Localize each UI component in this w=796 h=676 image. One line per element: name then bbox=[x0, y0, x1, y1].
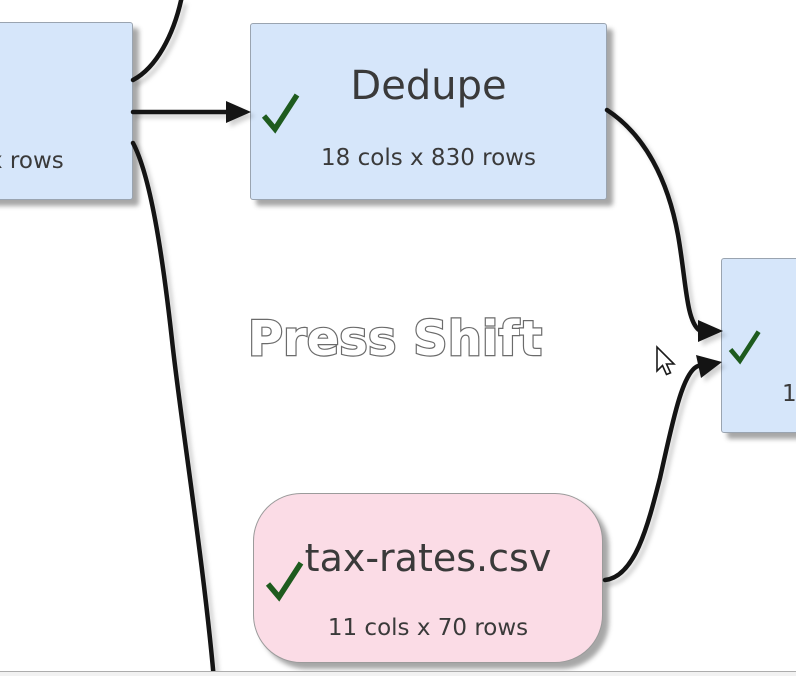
node-subtitle-fragment: x rows bbox=[0, 148, 64, 174]
node-right-partial[interactable]: 1 bbox=[721, 258, 796, 433]
arrowhead-icon bbox=[696, 355, 722, 378]
node-tax-rates-csv[interactable]: tax-rates.csv 11 cols x 70 rows bbox=[253, 493, 603, 663]
node-subtitle-fragment: 1 bbox=[782, 381, 796, 407]
statusbar-edge bbox=[0, 671, 796, 676]
node-title: Dedupe bbox=[350, 63, 507, 109]
arrowhead-icon bbox=[226, 101, 251, 123]
checkmark-icon bbox=[728, 325, 762, 373]
connection-left-to-offscreen-bottom[interactable] bbox=[130, 140, 216, 676]
node-subtitle: 18 cols x 830 rows bbox=[321, 145, 536, 171]
mouse-cursor-icon bbox=[656, 345, 676, 376]
checkmark-icon bbox=[261, 90, 301, 140]
node-title: tax-rates.csv bbox=[304, 536, 552, 580]
node-subtitle: 11 cols x 70 rows bbox=[327, 615, 529, 641]
connection-dedupe-to-right[interactable] bbox=[604, 107, 702, 333]
watermark-text: Press Shift bbox=[248, 311, 542, 367]
connection-taxrates-to-right[interactable] bbox=[602, 363, 701, 583]
press-shift-watermark: Press Shift bbox=[247, 310, 544, 368]
arrowhead-icon bbox=[698, 320, 723, 342]
checkmark-icon bbox=[265, 558, 305, 608]
connection-left-to-offscreen-top[interactable] bbox=[130, 0, 184, 83]
node-left-partial[interactable]: x rows bbox=[0, 22, 133, 200]
node-dedupe[interactable]: Dedupe 18 cols x 830 rows bbox=[250, 23, 607, 200]
